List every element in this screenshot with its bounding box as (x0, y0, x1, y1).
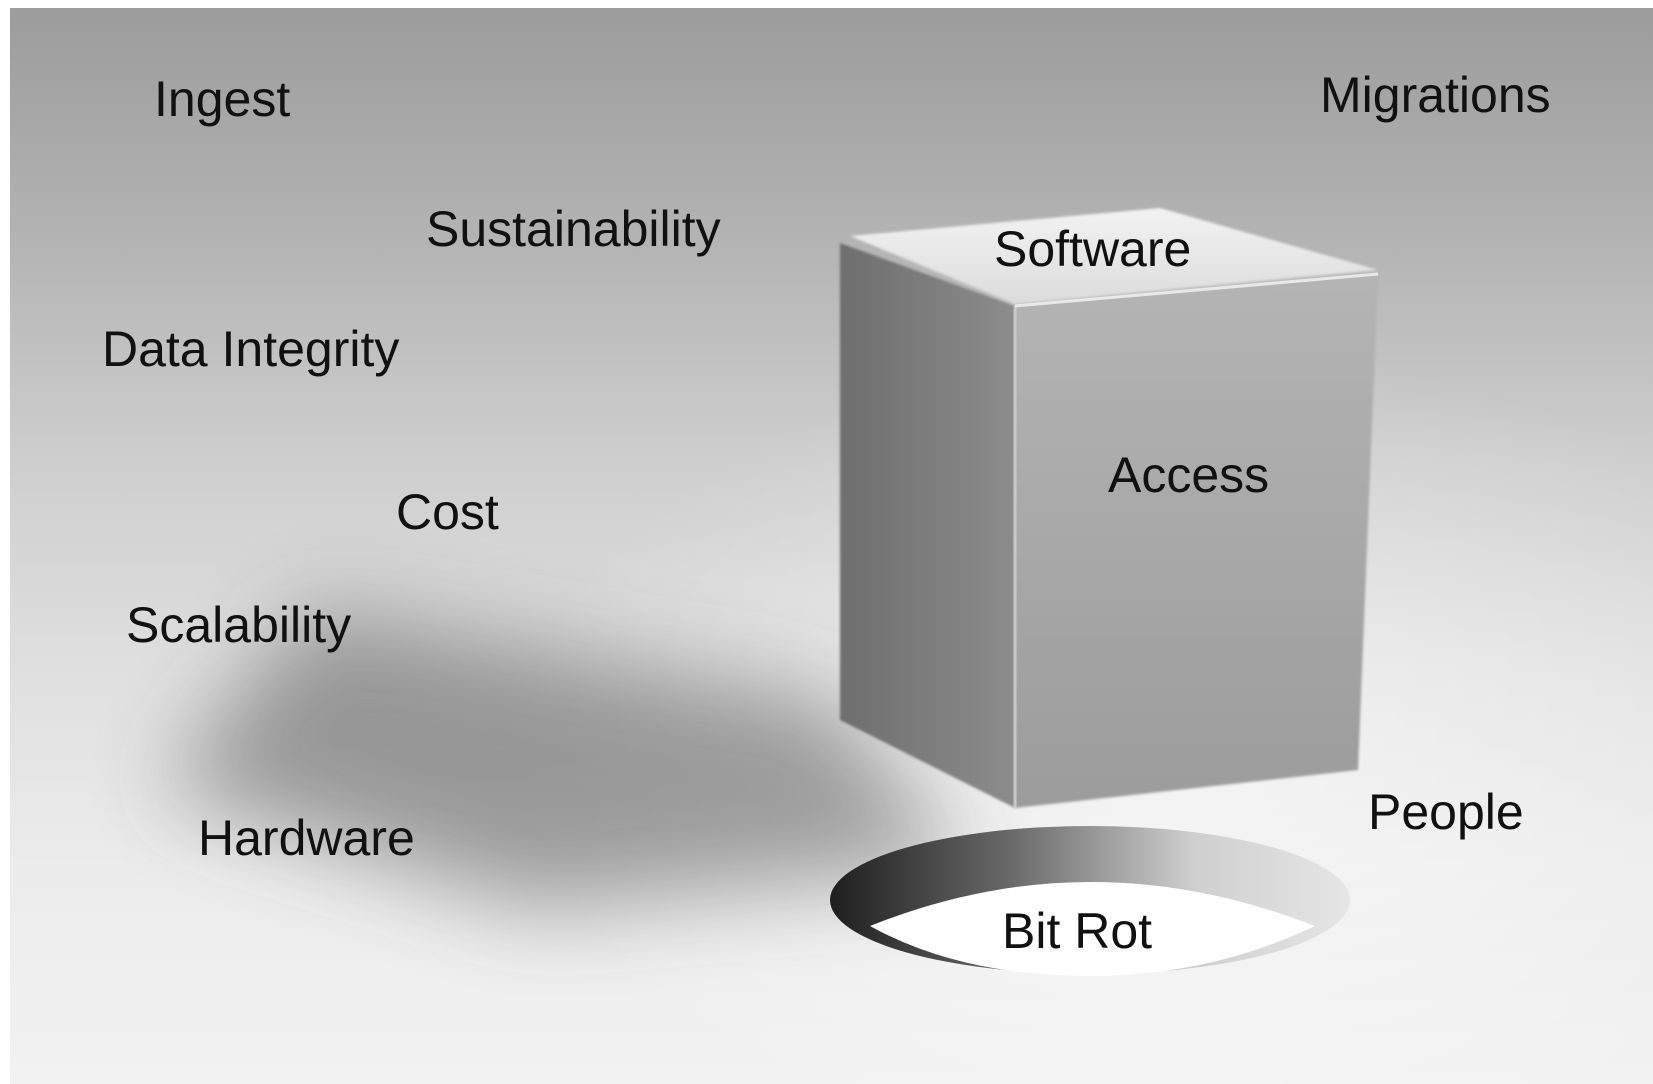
gradient-background (10, 8, 1653, 1084)
label-people: People (1368, 784, 1524, 840)
floating-box-illustration (830, 208, 1379, 976)
label-scalability: Scalability (126, 597, 352, 653)
box-front-face (1015, 276, 1378, 808)
box-top-face (850, 208, 1378, 304)
label-data-integrity: Data Integrity (102, 321, 400, 377)
label-sustainability: Sustainability (426, 201, 721, 257)
hole-shape (830, 826, 1350, 976)
label-bit-rot: Bit Rot (1002, 903, 1153, 959)
label-hardware: Hardware (198, 810, 415, 866)
label-cost: Cost (396, 484, 499, 540)
label-access: Access (1108, 447, 1270, 503)
label-migrations: Migrations (1320, 67, 1551, 123)
cast-shadow (10, 8, 1653, 1084)
label-software: Software (994, 221, 1192, 277)
box-side-face (840, 243, 1015, 808)
label-ingest: Ingest (154, 71, 291, 127)
